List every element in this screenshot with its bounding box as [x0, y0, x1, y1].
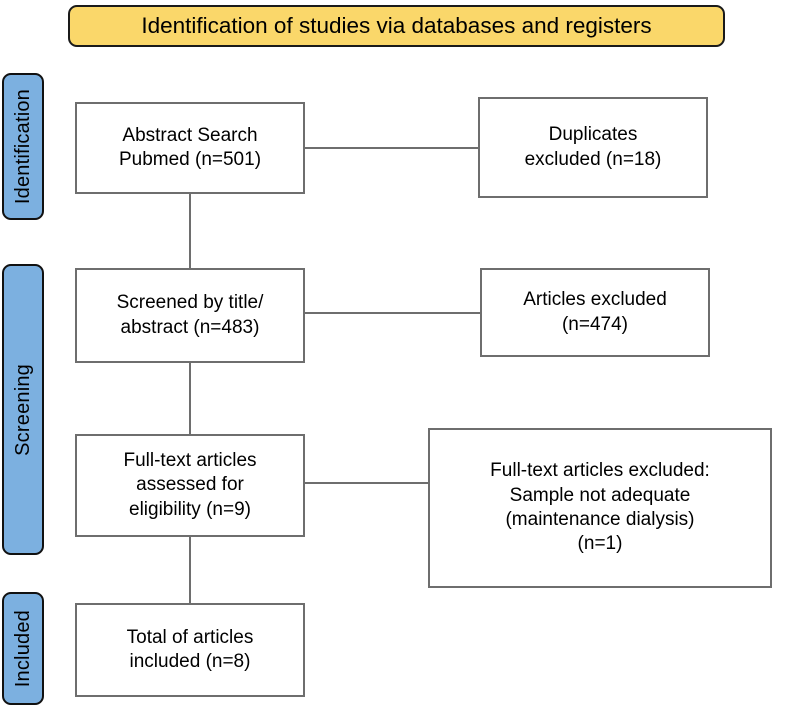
box-fulltext-excluded-line4: (n=1) — [577, 533, 623, 555]
box-abstract-search-line1: Abstract Search — [122, 124, 258, 146]
stage-label-screening: Screening — [2, 264, 44, 555]
connector-abstract-to-screened — [189, 194, 191, 268]
box-articles-excluded-line1: Articles excluded — [523, 289, 667, 311]
box-screened-title-abstract: Screened by title/ abstract (n=483) — [75, 268, 305, 363]
box-fulltext-excluded-line3: (maintenance dialysis) — [505, 509, 695, 530]
box-duplicates-excluded: Duplicates excluded (n=18) — [478, 97, 708, 198]
box-fulltext-assessed-line1: Full-text articles — [123, 450, 257, 472]
box-fulltext-assessed-line2: assessed for — [136, 474, 244, 496]
box-fulltext-excluded-line2: Sample not adequate — [509, 484, 691, 506]
box-fulltext-assessed: Full-text articles assessed for eligibil… — [75, 434, 305, 537]
box-total-included: Total of articles included (n=8) — [75, 603, 305, 697]
connector-fulltext-to-total — [189, 537, 191, 603]
box-abstract-search: Abstract Search Pubmed (n=501) — [75, 102, 305, 194]
box-screened-line2: abstract (n=483) — [120, 316, 260, 338]
stage-label-screening-text: Screening — [12, 363, 34, 456]
box-total-included-line2: included (n=8) — [129, 651, 251, 672]
stage-label-identification: Identification — [2, 73, 44, 220]
stage-label-included-text: Included — [12, 609, 34, 688]
stage-label-included: Included — [2, 592, 44, 705]
connector-screened-to-fulltext — [189, 363, 191, 434]
box-duplicates-excluded-text: Duplicates excluded (n=18) — [519, 123, 668, 172]
page-title: Identification of studies via databases … — [141, 12, 652, 38]
box-articles-excluded: Articles excluded (n=474) — [480, 268, 710, 357]
box-duplicates-excluded-line1: Duplicates — [548, 124, 638, 146]
box-abstract-search-line2: Pubmed (n=501) — [118, 149, 262, 170]
diagram-title-banner: Identification of studies via databases … — [68, 5, 725, 47]
box-fulltext-excluded-text: Full-text articles excluded: Sample not … — [484, 459, 716, 556]
box-articles-excluded-line2: (n=474) — [561, 313, 629, 335]
box-screened-title-abstract-text: Screened by title/ abstract (n=483) — [111, 291, 270, 340]
box-fulltext-assessed-line3: eligibility (n=9) — [129, 498, 251, 520]
box-articles-excluded-text: Articles excluded (n=474) — [517, 288, 673, 337]
box-fulltext-excluded-line1: Full-text articles excluded: — [490, 460, 710, 482]
box-total-included-line1: Total of articles — [126, 626, 254, 648]
box-duplicates-excluded-line2: excluded (n=18) — [524, 148, 662, 170]
box-fulltext-excluded: Full-text articles excluded: Sample not … — [428, 428, 772, 588]
stage-label-identification-text: Identification — [12, 88, 34, 205]
connector-fulltext-to-excluded — [305, 482, 428, 484]
box-total-included-text: Total of articles included (n=8) — [121, 626, 260, 675]
box-fulltext-assessed-text: Full-text articles assessed for eligibil… — [117, 449, 262, 522]
connector-screened-to-articles-excluded — [305, 312, 480, 314]
connector-abstract-to-duplicates — [305, 147, 478, 149]
box-abstract-search-text: Abstract Search Pubmed (n=501) — [113, 124, 267, 173]
box-screened-line1: Screened by title/ — [116, 292, 264, 314]
